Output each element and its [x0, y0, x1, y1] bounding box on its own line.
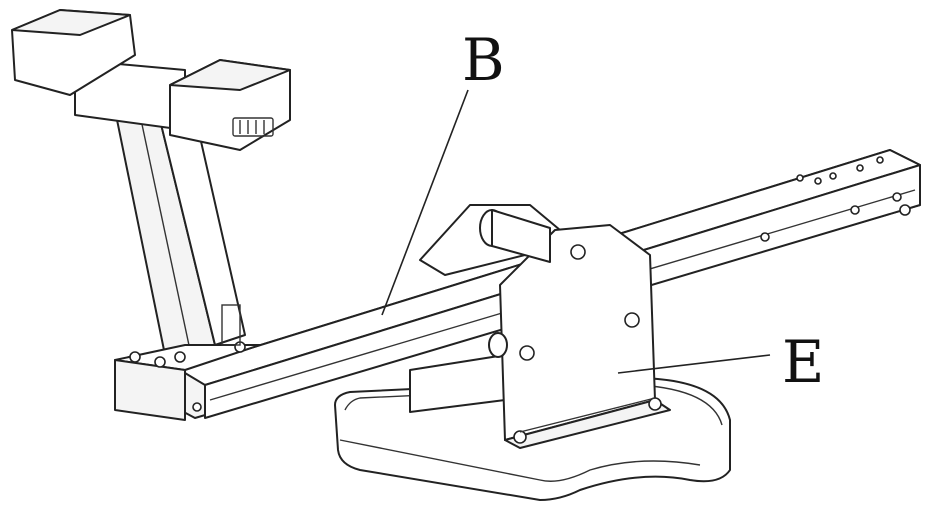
label-b: B [462, 26, 505, 94]
label-e: E [782, 328, 824, 396]
leader-line-b [381, 89, 469, 316]
base-block [114, 304, 261, 421]
top-crossbar [11, 9, 291, 151]
leader-line-e [617, 354, 771, 374]
shaft [479, 209, 551, 358]
